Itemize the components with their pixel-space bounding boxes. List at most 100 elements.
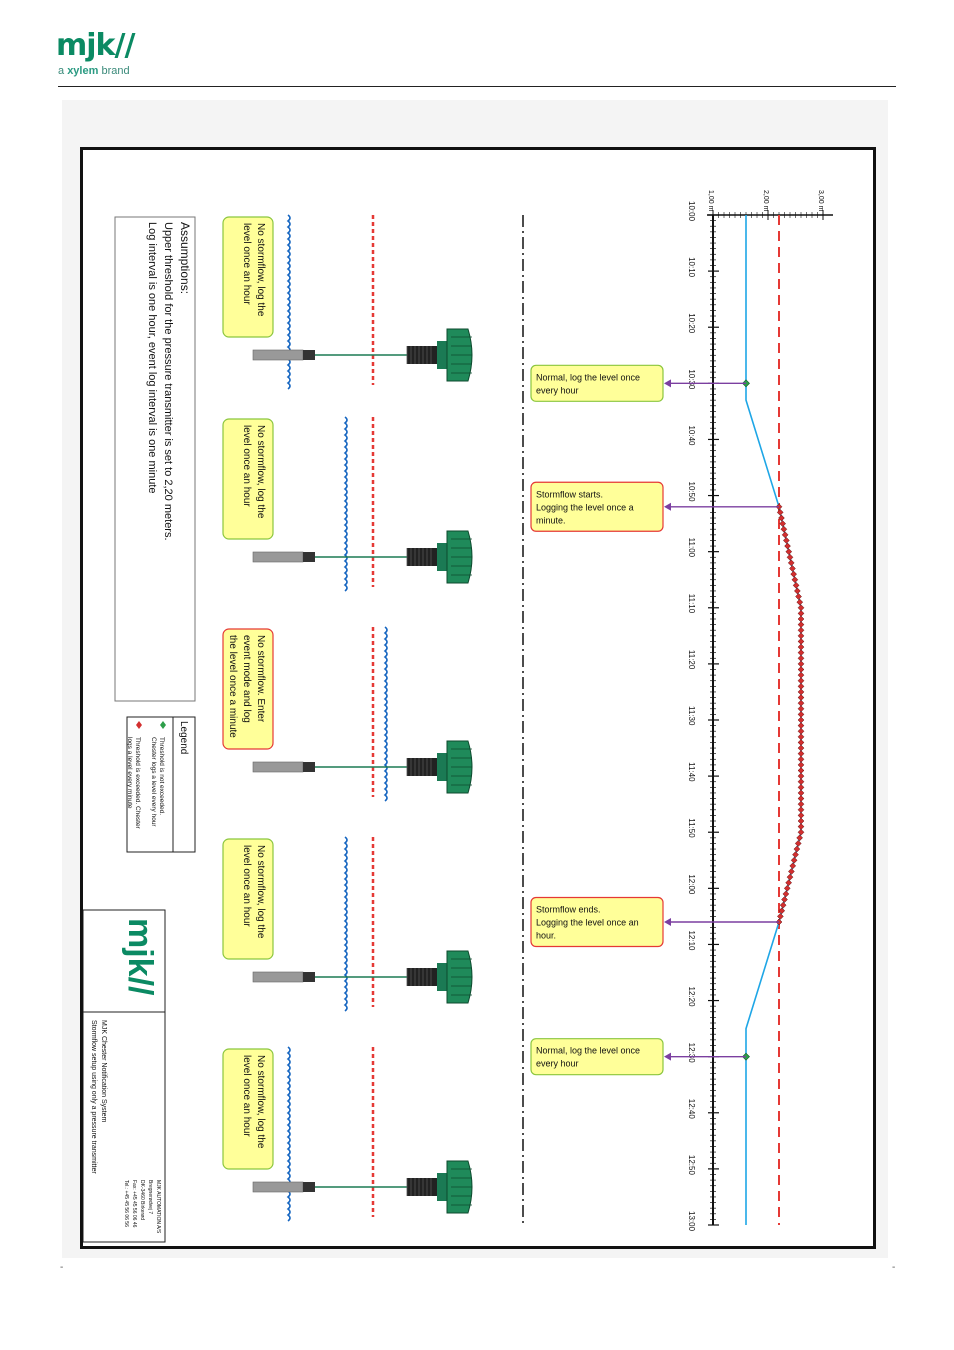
red-diamond-marker [797, 744, 805, 752]
red-diamond-marker [786, 553, 794, 561]
scene-label-text: No stormflow, log the [255, 223, 266, 317]
assumptions-border [114, 216, 196, 702]
red-diamond-marker [779, 520, 787, 527]
chart-axes: 10:0010:1010:2010:3010:4010:5011:0011:10… [687, 190, 833, 1232]
red-diamond-marker [795, 593, 802, 600]
arrow-head-icon [664, 502, 671, 511]
callout-text: Logging the level once a [536, 502, 634, 512]
chester-neck [437, 543, 447, 571]
time-tick-label: 11:40 [687, 762, 696, 782]
callout-text: Normal, log the level once [536, 1046, 640, 1056]
red-diamond-marker [796, 598, 804, 606]
scene-label-box [222, 418, 274, 540]
scene-label-text: No stormflow, log the [255, 425, 266, 519]
scene-label-text: level once an hour [241, 1055, 252, 1137]
scene-label-text: No stormflow, log the [255, 845, 266, 939]
callout-text: Stormflow starts. [536, 489, 603, 499]
title-block-address: Fax: +45 45 56 06 46 [131, 1180, 137, 1228]
red-diamond-marker [797, 660, 805, 668]
logo-text: mjk// [56, 28, 135, 63]
water-surface [343, 416, 348, 592]
chester-unit-icon [406, 328, 473, 382]
assumptions-box: Assumptions:Upper threshold for the pres… [114, 216, 196, 702]
red-diamond-marker [786, 873, 794, 881]
green-diamond-icon [160, 721, 166, 729]
red-diamond-marker [797, 621, 805, 628]
scene-label-box [222, 628, 274, 750]
red-diamond-marker [778, 514, 785, 522]
level-tick-label: 1,00 m [707, 190, 714, 212]
time-tick-label: 11:30 [687, 706, 696, 726]
title-block-border [83, 909, 166, 1243]
red-diamond-marker [797, 699, 805, 707]
callout: Stormflow ends.Logging the level once an… [530, 896, 779, 948]
chester-gland [407, 346, 437, 364]
mjk-logo: mjk// a xylem brand [56, 30, 156, 80]
red-diamond-marker [797, 615, 805, 623]
level-line [745, 215, 802, 1225]
red-diamond-marker [797, 677, 805, 685]
callout-text: every hour [536, 385, 579, 395]
title-block-title: MJK Chester Notification System [100, 1020, 107, 1122]
red-diamond-marker [790, 856, 798, 864]
scene-label-box [222, 838, 274, 960]
title-block-logo: mjk// [121, 918, 159, 996]
red-diamond-marker [778, 907, 786, 915]
chester-neck [437, 341, 447, 369]
red-diamond-marker [797, 806, 805, 814]
red-diamond-marker [797, 767, 805, 774]
legend-title: Legend [178, 721, 189, 754]
red-diamond-marker [781, 531, 789, 539]
pressure-sensor-icon [252, 349, 304, 361]
time-tick-label: 10:40 [687, 425, 696, 446]
scene-label-box [222, 1048, 274, 1170]
sensor-cap-icon [303, 1182, 315, 1192]
legend-item-text: Threshold is exceeded. Chester [134, 737, 141, 830]
red-diamond-marker [796, 834, 803, 842]
scene-label-text: level once an hour [241, 223, 252, 305]
header-divider [58, 86, 896, 87]
chester-unit-icon [406, 1160, 473, 1214]
red-diamond-marker [779, 901, 787, 909]
red-diamond-marker [797, 682, 805, 690]
scene-label-text: No stormflow. Enter [255, 635, 266, 723]
red-diamond-marker [797, 761, 805, 769]
red-diamond-marker [797, 666, 805, 673]
red-diamond-marker [780, 525, 788, 533]
title-block-address: DK-3460 Birkerød [139, 1180, 145, 1220]
chester-gland [407, 1178, 437, 1196]
red-diamond-marker [782, 537, 790, 544]
red-diamond-marker [797, 626, 805, 634]
red-diamond-marker [782, 890, 790, 898]
red-diamond-marker [797, 812, 805, 819]
time-tick-label: 11:20 [687, 650, 696, 670]
time-tick-label: 10:20 [687, 313, 696, 334]
callout-text: Logging the level once an [536, 918, 639, 928]
red-diamond-marker [797, 716, 805, 724]
red-diamond-marker [790, 570, 798, 578]
red-diamond-marker [797, 795, 805, 802]
callout-box [530, 896, 664, 948]
red-diamond-marker [797, 817, 805, 825]
red-diamond-marker [797, 828, 805, 836]
red-diamond-marker [797, 733, 805, 741]
stormflow-diagram: 10:0010:1010:2010:3010:4010:5011:0011:10… [83, 190, 833, 1243]
scene-label-box [222, 216, 274, 338]
scene-label-text: level once an hour [241, 425, 252, 507]
assumptions-line: Upper threshold for the pressure transmi… [162, 222, 174, 541]
chester-neck [437, 1173, 447, 1201]
scene-label-text: event mode and log [241, 635, 252, 723]
legend-item-text: logs a level every minute [126, 737, 133, 809]
callout-text: hour. [536, 931, 556, 941]
chester-gland [407, 758, 437, 776]
red-diamond-marker [776, 509, 784, 516]
callout: Stormflow starts. Logging the level once … [530, 481, 779, 532]
arrow-head-icon [664, 1052, 671, 1061]
red-diamond-marker [797, 727, 805, 735]
time-tick-label: 12:00 [687, 874, 696, 895]
chester-unit-icon [406, 530, 473, 584]
callout-box [530, 481, 664, 532]
